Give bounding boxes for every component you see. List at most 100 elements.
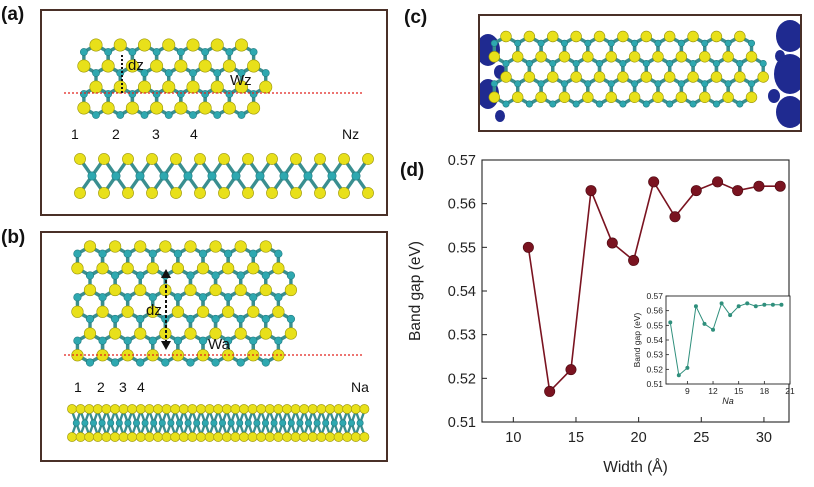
mo-atom [736, 59, 744, 67]
s-atom [582, 51, 594, 63]
mo-atom [224, 249, 233, 258]
s-atom [239, 432, 249, 442]
zigzag-side-view [74, 153, 374, 199]
mo-atom [502, 59, 510, 67]
mo-atom [211, 358, 220, 367]
s-atom [118, 432, 129, 442]
s-atom [617, 71, 629, 83]
s-atom [210, 80, 224, 94]
s-atom [67, 404, 77, 414]
mo-atom [330, 419, 338, 427]
s-atom [314, 187, 326, 199]
mo-atom [186, 358, 195, 367]
mo-atom [104, 90, 113, 98]
s-atom [96, 349, 109, 362]
s-atom [734, 30, 746, 43]
s-atom [187, 404, 198, 414]
charge-lobe [776, 96, 804, 128]
inset-x-tick-label: 9 [685, 386, 690, 396]
inset-x-axis-label: Na [722, 396, 734, 406]
mo-atom [279, 171, 289, 181]
mo-atom [549, 100, 557, 108]
s-atom [290, 153, 302, 165]
mo-atom [236, 314, 245, 324]
mo-atom [654, 39, 662, 47]
s-atom [342, 432, 353, 442]
data-point [690, 185, 702, 197]
inset-y-axis-label: Band gap (eV) [632, 312, 642, 367]
mo-atom [81, 419, 89, 427]
s-atom [74, 187, 86, 199]
mo-atom [607, 80, 615, 88]
mo-atom [111, 314, 120, 324]
armchair-top-view [71, 240, 298, 367]
mo-atom [560, 39, 568, 47]
s-atom [196, 404, 206, 414]
charge-density-lattice [488, 30, 769, 108]
s-atom [162, 38, 176, 52]
s-atom [122, 187, 134, 199]
mo-atom [249, 336, 258, 345]
s-atom [316, 404, 327, 414]
s-atom [92, 404, 103, 414]
mo-atom [176, 419, 184, 427]
s-atom [242, 187, 254, 199]
inset-data-point [668, 320, 673, 325]
s-atom [113, 80, 127, 94]
mo-atom [211, 314, 220, 324]
s-atom [535, 91, 547, 103]
s-atom [159, 240, 172, 253]
armchair-index-2: 2 [97, 379, 105, 395]
mo-atom [183, 171, 193, 181]
s-atom [338, 187, 350, 199]
mo-atom [249, 293, 258, 302]
mo-atom [123, 336, 132, 345]
s-atom [121, 305, 134, 318]
s-atom [174, 59, 188, 73]
charge-lobe [774, 54, 806, 94]
inset-data-point [736, 304, 741, 309]
mo-atom [701, 80, 709, 88]
s-atom [699, 91, 711, 103]
y-tick-label: 0.53 [448, 328, 476, 344]
mo-atom [186, 271, 195, 280]
mo-atom [211, 271, 220, 280]
s-atom [350, 404, 361, 414]
s-atom [146, 305, 159, 318]
mo-atom [339, 419, 347, 427]
mo-atom [712, 100, 720, 108]
mo-atom [724, 39, 732, 47]
armchair-ribbon-figure: dz Wa 1 2 3 4 Na [64, 240, 370, 442]
mo-atom [184, 419, 192, 427]
mo-atom [189, 111, 197, 119]
mo-atom [176, 90, 185, 98]
s-atom [171, 305, 185, 318]
s-atom [234, 38, 248, 52]
mo-atom [207, 171, 217, 181]
s-atom [640, 71, 652, 83]
mo-atom [351, 171, 361, 181]
inset-x-tick-label: 21 [785, 386, 795, 396]
s-atom [652, 51, 664, 63]
data-point [712, 176, 724, 188]
mo-atom [92, 111, 100, 119]
s-atom [359, 404, 370, 414]
s-atom [186, 38, 200, 52]
s-atom [570, 71, 582, 83]
s-atom [218, 187, 230, 199]
panel-label-b: (b) [1, 227, 26, 248]
s-atom [247, 404, 258, 414]
y-tick-label: 0.57 [448, 153, 476, 169]
mo-atom [128, 48, 137, 56]
mo-atom [73, 249, 82, 258]
s-atom [284, 327, 298, 340]
s-atom [757, 71, 769, 83]
s-atom [113, 38, 127, 52]
inset-data-point [719, 301, 724, 306]
s-atom [500, 30, 512, 43]
mo-atom [279, 419, 287, 427]
armchair-end-label: Na [351, 379, 369, 395]
mo-atom [584, 80, 592, 88]
s-atom [194, 187, 206, 199]
s-atom [153, 404, 163, 414]
